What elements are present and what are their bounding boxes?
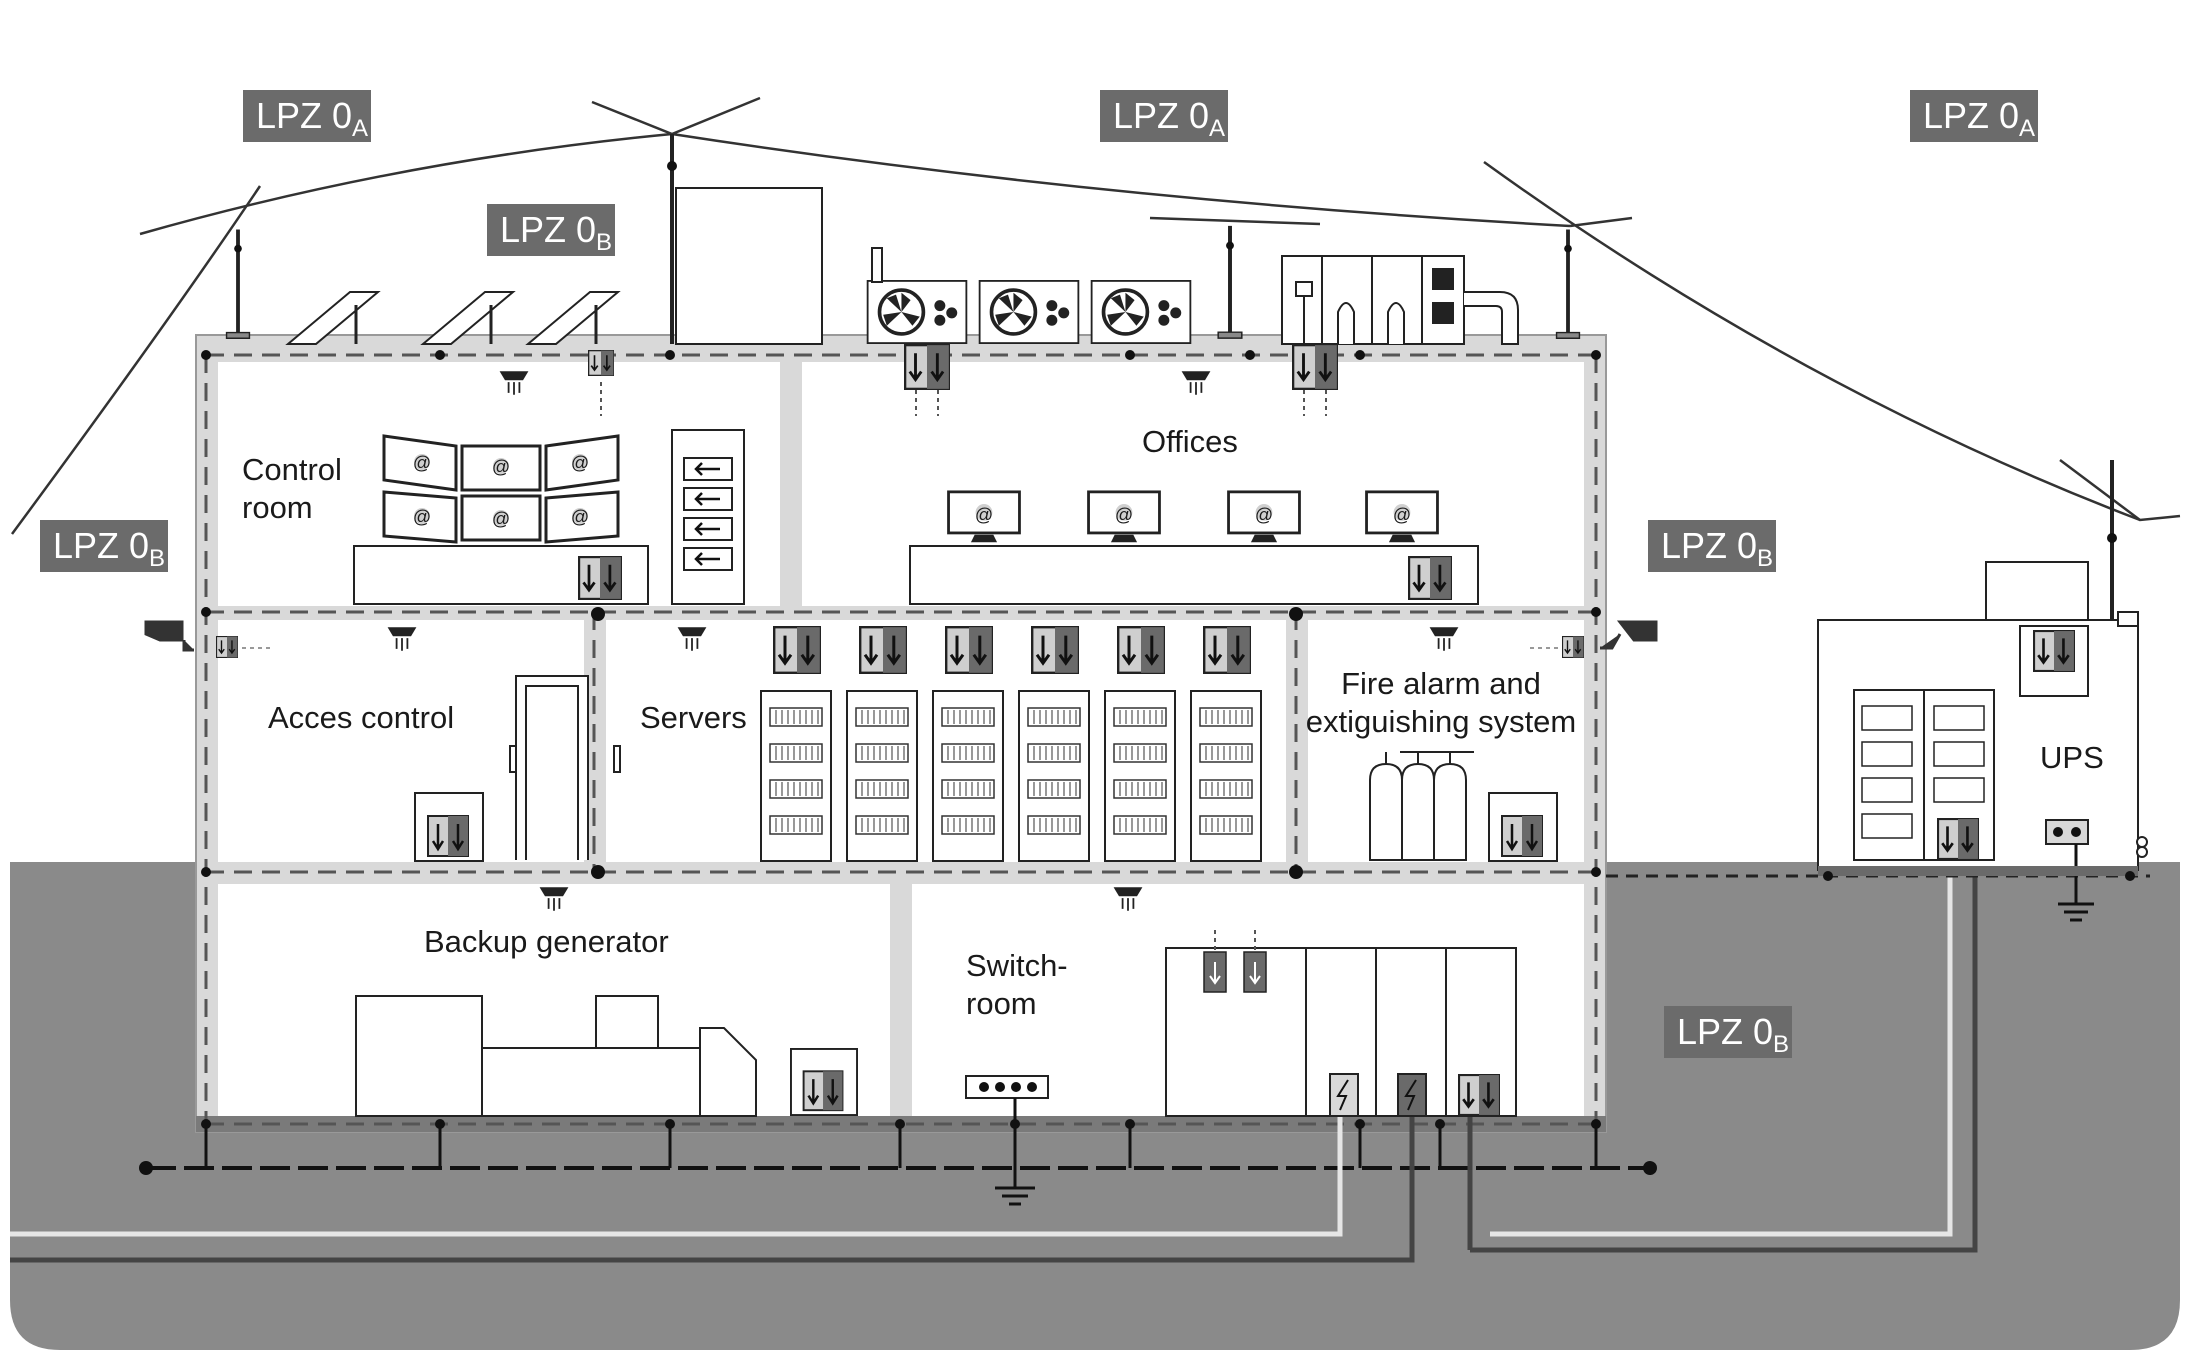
monitor-symbol: @ (571, 507, 589, 527)
lpz-label-0a-left: LPZ 0A (243, 90, 371, 142)
servers-label: Servers (640, 700, 747, 735)
offices-label: Offices (1142, 424, 1238, 459)
svg-text:LPZ 0B: LPZ 0B (500, 209, 612, 256)
switch-room-label-line1: Switch- (966, 948, 1068, 983)
svg-text:LPZ 0B: LPZ 0B (53, 525, 165, 572)
monitor-symbol: @ (571, 453, 589, 473)
rooftop-masts (224, 134, 2117, 620)
middle-floor-equipment (216, 626, 1584, 862)
svg-text:LPZ 0A: LPZ 0A (1113, 95, 1225, 142)
offices-equipment (909, 490, 1479, 605)
lpz-label-0b-ground: LPZ 0B (1664, 1006, 1792, 1058)
backup-generator-label: Backup generator (424, 924, 669, 959)
svg-text:LPZ 0B: LPZ 0B (1661, 525, 1773, 572)
fire-alarm-label-line1: Fire alarm and (1341, 666, 1541, 701)
svg-text:LPZ 0A: LPZ 0A (1923, 95, 2035, 142)
lpz-label-0b-roof: LPZ 0B (487, 204, 615, 256)
monitor-symbol: @ (1115, 505, 1133, 525)
bottom-floor-equipment (355, 930, 1517, 1168)
svg-text:LPZ 0B: LPZ 0B (1677, 1011, 1789, 1058)
monitor-symbols: @ @ @ @ @ @ @ @ @ @ (413, 453, 1411, 529)
switch-room-label-line2: room (966, 986, 1037, 1021)
monitor-symbol: @ (1255, 505, 1273, 525)
earth-symbol (995, 1168, 1035, 1206)
monitor-symbol: @ (413, 507, 431, 527)
ups-building (1817, 561, 2148, 922)
underground-cables (10, 862, 2150, 1263)
control-room-label-line1: Control (242, 452, 342, 487)
lpz-label-0a-right: LPZ 0A (1910, 90, 2038, 142)
rooftop-equipment (285, 187, 1519, 345)
control-room-label-line2: room (242, 490, 313, 525)
fire-alarm-label-line2: extiguishing system (1306, 704, 1577, 739)
lpz-label-0b-left: LPZ 0B (40, 520, 168, 572)
ups-label: UPS (2040, 740, 2104, 775)
monitor-symbol: @ (975, 505, 993, 525)
lpz-label-0a-center: LPZ 0A (1100, 90, 1228, 142)
camera-icons (144, 620, 1658, 652)
lpz-label-0b-right: LPZ 0B (1648, 520, 1776, 572)
svg-text:LPZ 0A: LPZ 0A (256, 95, 368, 142)
monitor-symbol: @ (492, 509, 510, 529)
access-control-label: Acces control (268, 700, 454, 735)
monitor-symbol: @ (492, 457, 510, 477)
control-room-equipment (353, 429, 745, 605)
roof-spds (386, 344, 1986, 912)
monitor-symbol: @ (1393, 505, 1411, 525)
monitor-symbol: @ (413, 453, 431, 473)
